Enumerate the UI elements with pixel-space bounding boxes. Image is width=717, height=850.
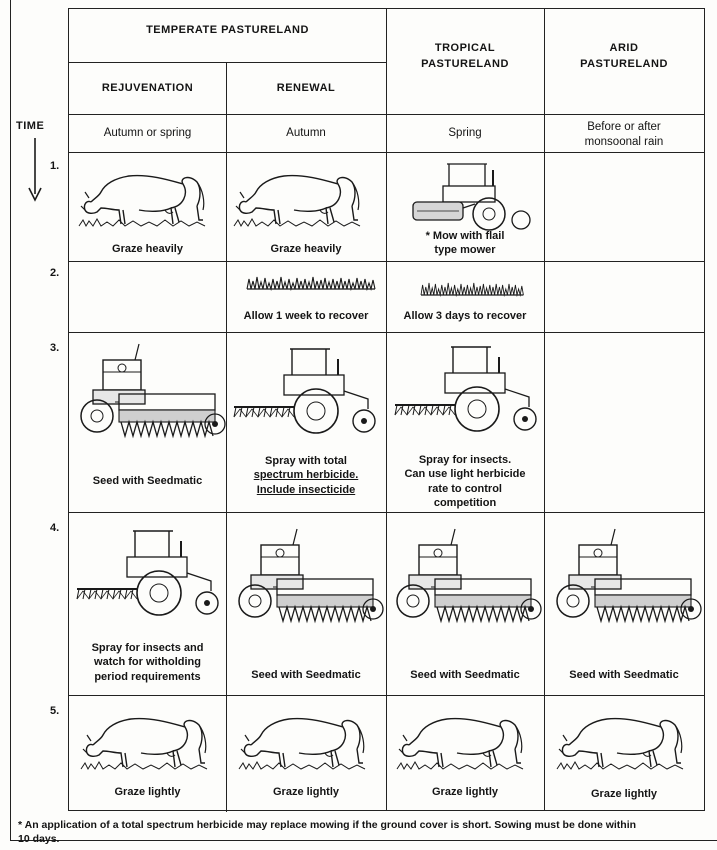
divider-tropical-arid	[544, 9, 545, 810]
time-label: TIME	[16, 120, 45, 132]
step-r4-rejuvenation: Spray for insects and watch for witholdi…	[69, 641, 226, 684]
row-number-4: 4.	[50, 522, 60, 534]
seeder-tractor-icon	[396, 528, 542, 622]
step-r3-renewal-line2: spectrum herbicide.	[253, 469, 359, 482]
step-r3-renewal: Spray with total spectrum herbicide. Inc…	[226, 454, 386, 497]
divider-temperate-header	[69, 62, 386, 63]
step-r1-renewal: Graze heavily	[270, 243, 342, 255]
row-number-1: 1.	[50, 160, 60, 172]
header-tropical: TROPICAL PASTURELAND	[386, 41, 544, 73]
seeder-tractor-icon	[80, 343, 226, 437]
footnote-line1: * An application of a total spectrum her…	[18, 819, 637, 831]
cow-icon	[556, 717, 684, 770]
seeder-tractor-icon	[238, 528, 384, 622]
step-r4-arid: Seed with Seedmatic	[569, 669, 679, 681]
divider-row3-bottom	[69, 512, 704, 513]
outer-frame	[10, 0, 717, 841]
step-r5-renewal: Graze lightly	[272, 786, 340, 798]
row-number-3: 3.	[50, 342, 60, 354]
step-r2-tropical: Allow 3 days to recover	[403, 310, 527, 322]
header-tropical-line2: PASTURELAND	[421, 57, 509, 70]
divider-header-bottom	[69, 114, 704, 115]
divider-row4-bottom	[69, 695, 704, 696]
step-r5-arid: Graze lightly	[590, 788, 658, 800]
divider-rejuvenation-renewal	[226, 62, 227, 812]
step-r5-rejuvenation: Graze lightly	[114, 786, 181, 798]
step-r1-tropical-line1: * Mow with flail	[425, 230, 505, 242]
header-renewal: RENEWAL	[276, 82, 336, 94]
divider-renewal-tropical	[386, 9, 387, 810]
divider-row1-bottom	[69, 261, 704, 262]
divider-timing-bottom	[69, 152, 704, 153]
schedule-table: TEMPERATE PASTURELAND REJUVENATION RENEW…	[68, 8, 705, 812]
step-r3-tropical-line2: Can use light herbicide	[404, 468, 526, 481]
header-arid-line1: ARID	[609, 42, 639, 54]
timing-renewal: Autumn	[286, 127, 326, 139]
step-r4-rejuvenation-line2: watch for witholding	[94, 656, 201, 669]
timing-arid: Before or after monsoonal rain	[544, 120, 704, 150]
step-r3-renewal-line1: Spray with total	[265, 455, 347, 467]
header-rejuvenation: REJUVENATION	[101, 82, 194, 94]
row-number-2: 2.	[50, 267, 60, 279]
step-r3-tropical-line3: rate to control	[428, 482, 502, 495]
row-number-5: 5.	[50, 705, 60, 717]
grass-stubble-icon	[420, 282, 525, 296]
step-r2-renewal: Allow 1 week to recover	[243, 310, 369, 322]
step-r3-tropical: Spray for insects. Can use light herbici…	[386, 453, 544, 510]
step-r4-rejuvenation-line1: Spray for insects and	[91, 642, 204, 654]
step-r3-tropical-line4: competition	[433, 496, 497, 509]
header-arid: ARID PASTURELAND	[544, 41, 704, 73]
timing-arid-line1: Before or after	[587, 121, 661, 133]
step-r1-tropical-line2: type mower	[434, 244, 496, 257]
timing-arid-line2: monsoonal rain	[584, 135, 664, 148]
step-r4-rejuvenation-line3: period requirements	[94, 670, 201, 683]
seeder-tractor-icon	[556, 528, 702, 622]
flail-mower-tractor-icon	[412, 163, 531, 231]
cow-icon	[396, 717, 524, 770]
arrow-down-icon	[28, 138, 42, 202]
cow-icon	[233, 174, 361, 227]
step-r4-tropical: Seed with Seedmatic	[410, 669, 520, 681]
step-r4-renewal: Seed with Seedmatic	[251, 669, 361, 681]
cow-icon	[78, 174, 206, 227]
footnote-line2: 10 days.	[18, 833, 60, 846]
step-r1-rejuvenation: Graze heavily	[112, 243, 183, 255]
footnote: * An application of a total spectrum her…	[18, 818, 708, 846]
sprayer-tractor-icon	[394, 346, 537, 432]
step-r3-rejuvenation: Seed with Seedmatic	[92, 475, 203, 487]
step-r1-tropical: * Mow with flail type mower	[386, 229, 544, 258]
cow-icon	[80, 717, 208, 770]
header-tropical-line1: TROPICAL	[434, 42, 496, 54]
sprayer-tractor-icon	[233, 348, 376, 434]
header-temperate: TEMPERATE PASTURELAND	[146, 24, 309, 36]
grass-stubble-icon	[246, 276, 376, 290]
header-arid-line2: PASTURELAND	[580, 57, 668, 70]
timing-rejuvenation: Autumn or spring	[103, 127, 192, 139]
step-r3-tropical-line1: Spray for insects.	[418, 454, 512, 466]
step-r5-tropical: Graze lightly	[431, 786, 499, 798]
step-r3-renewal-line3: Include insecticide	[256, 483, 356, 496]
sprayer-tractor-icon	[76, 530, 219, 616]
cow-icon	[238, 717, 366, 770]
divider-row2-bottom	[69, 332, 704, 333]
timing-tropical: Spring	[448, 127, 482, 139]
